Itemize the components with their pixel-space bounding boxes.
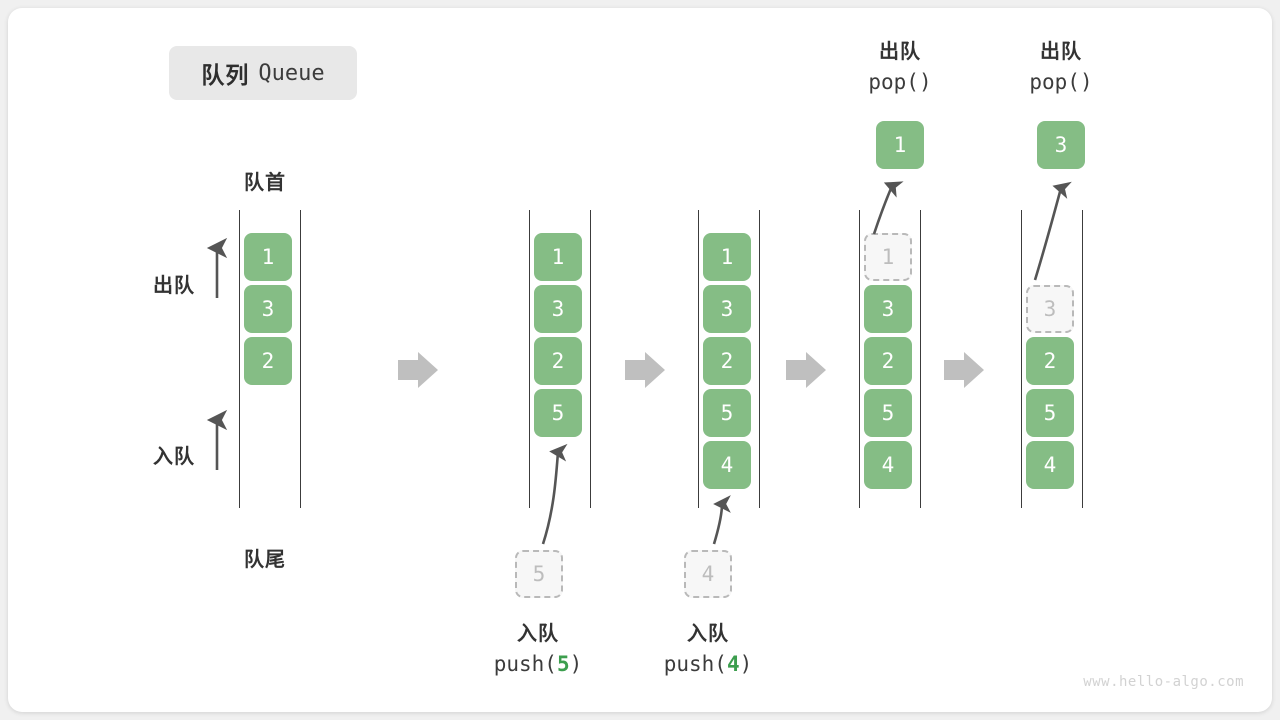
pop-3-arrow-icon bbox=[1033, 181, 1072, 281]
queue-cell: 1 bbox=[703, 233, 751, 281]
push-4-operation-cn: 入队 bbox=[687, 623, 729, 645]
queue-cell: 2 bbox=[864, 337, 912, 385]
queue-cell: 4 bbox=[703, 441, 751, 489]
queue-rail-right-stage-2 bbox=[590, 210, 591, 508]
outgoing-element: 1 bbox=[876, 121, 924, 169]
queue-cell: 1 bbox=[244, 233, 292, 281]
queue-cell: 4 bbox=[1026, 441, 1074, 489]
step-flow-arrow-icon-4 bbox=[944, 352, 984, 388]
push-5-arrow-icon bbox=[541, 443, 568, 545]
queue-cell: 3 bbox=[703, 285, 751, 333]
pop-1-operation-cn: 出队 bbox=[879, 41, 921, 63]
step-flow-arrow-icon-1 bbox=[398, 352, 438, 388]
pop-3-close: ) bbox=[1079, 70, 1093, 94]
queue-cell: 5 bbox=[1026, 389, 1074, 437]
queue-cell: 3 bbox=[534, 285, 582, 333]
queue-rail-left-stage-3 bbox=[698, 210, 699, 508]
queue-cell: 5 bbox=[864, 389, 912, 437]
queue-rail-right-stage-1 bbox=[300, 210, 301, 508]
pop-3-operation-label: 出队 pop() bbox=[961, 38, 1161, 97]
diagram-title-chip: 队列 Queue bbox=[169, 46, 357, 100]
diagram-stage: 队列 Queue 队首 队尾 出队 入队 1 3 2 1 3 2 5 5 入队 … bbox=[8, 8, 1272, 712]
push-4-operation-label: 入队 push(4) bbox=[608, 620, 808, 679]
diagram-title-en: Queue bbox=[258, 60, 325, 86]
push-4-arg: 4 bbox=[726, 652, 740, 676]
pop-3-operation-code: pop() bbox=[961, 67, 1161, 97]
pop-1-operation-label: 出队 pop() bbox=[800, 38, 1000, 97]
step-flow-arrow-icon-2 bbox=[625, 352, 665, 388]
push-4-fn: push( bbox=[663, 652, 727, 676]
queue-rail-right-stage-3 bbox=[759, 210, 760, 508]
push-5-operation-label: 入队 push(5) bbox=[438, 620, 638, 679]
popped-element-ghost: 1 bbox=[864, 233, 912, 281]
pop-1-close: ) bbox=[918, 70, 932, 94]
diagram-card: 队列 Queue 队首 队尾 出队 入队 1 3 2 1 3 2 5 5 入队 … bbox=[8, 8, 1272, 712]
queue-cell: 2 bbox=[534, 337, 582, 385]
step-flow-arrow-icon-3 bbox=[786, 352, 826, 388]
queue-rail-left-stage-2 bbox=[529, 210, 530, 508]
queue-cell: 2 bbox=[703, 337, 751, 385]
push-5-operation-cn: 入队 bbox=[517, 623, 559, 645]
queue-cell: 4 bbox=[864, 441, 912, 489]
queue-cell: 3 bbox=[864, 285, 912, 333]
queue-front-label: 队首 bbox=[244, 172, 286, 194]
pop-1-arrow-icon bbox=[872, 181, 904, 235]
push-5-close: ) bbox=[569, 652, 583, 676]
pop-3-operation-cn: 出队 bbox=[1040, 41, 1082, 63]
push-4-arrow-icon bbox=[712, 495, 731, 545]
push-4-close: ) bbox=[739, 652, 753, 676]
diagram-title-cn: 队列 bbox=[201, 62, 250, 88]
queue-cell: 2 bbox=[244, 337, 292, 385]
outgoing-element: 3 bbox=[1037, 121, 1085, 169]
queue-rail-left-stage-5 bbox=[1021, 210, 1022, 508]
push-5-arg: 5 bbox=[556, 652, 570, 676]
queue-cell: 5 bbox=[703, 389, 751, 437]
watermark-url: www.hello-algo.com bbox=[1083, 674, 1244, 690]
queue-cell: 1 bbox=[534, 233, 582, 281]
incoming-element-ghost: 5 bbox=[515, 550, 563, 598]
popped-element-ghost: 3 bbox=[1026, 285, 1074, 333]
pop-1-operation-code: pop() bbox=[800, 67, 1000, 97]
queue-rail-right-stage-5 bbox=[1082, 210, 1083, 508]
push-5-operation-code: push(5) bbox=[438, 649, 638, 679]
queue-cell: 2 bbox=[1026, 337, 1074, 385]
queue-cell: 5 bbox=[534, 389, 582, 437]
queue-rail-right-stage-4 bbox=[920, 210, 921, 508]
pop-3-fn: pop( bbox=[1029, 70, 1080, 94]
incoming-element-ghost: 4 bbox=[684, 550, 732, 598]
push-5-fn: push( bbox=[493, 652, 557, 676]
enqueue-direction-label: 入队 bbox=[153, 446, 195, 468]
push-4-operation-code: push(4) bbox=[608, 649, 808, 679]
queue-cell: 3 bbox=[244, 285, 292, 333]
queue-rear-label: 队尾 bbox=[244, 549, 286, 571]
queue-rail-left-stage-4 bbox=[859, 210, 860, 508]
pop-1-fn: pop( bbox=[868, 70, 919, 94]
queue-rail-left-stage-1 bbox=[239, 210, 240, 508]
dequeue-direction-label: 出队 bbox=[153, 275, 195, 297]
